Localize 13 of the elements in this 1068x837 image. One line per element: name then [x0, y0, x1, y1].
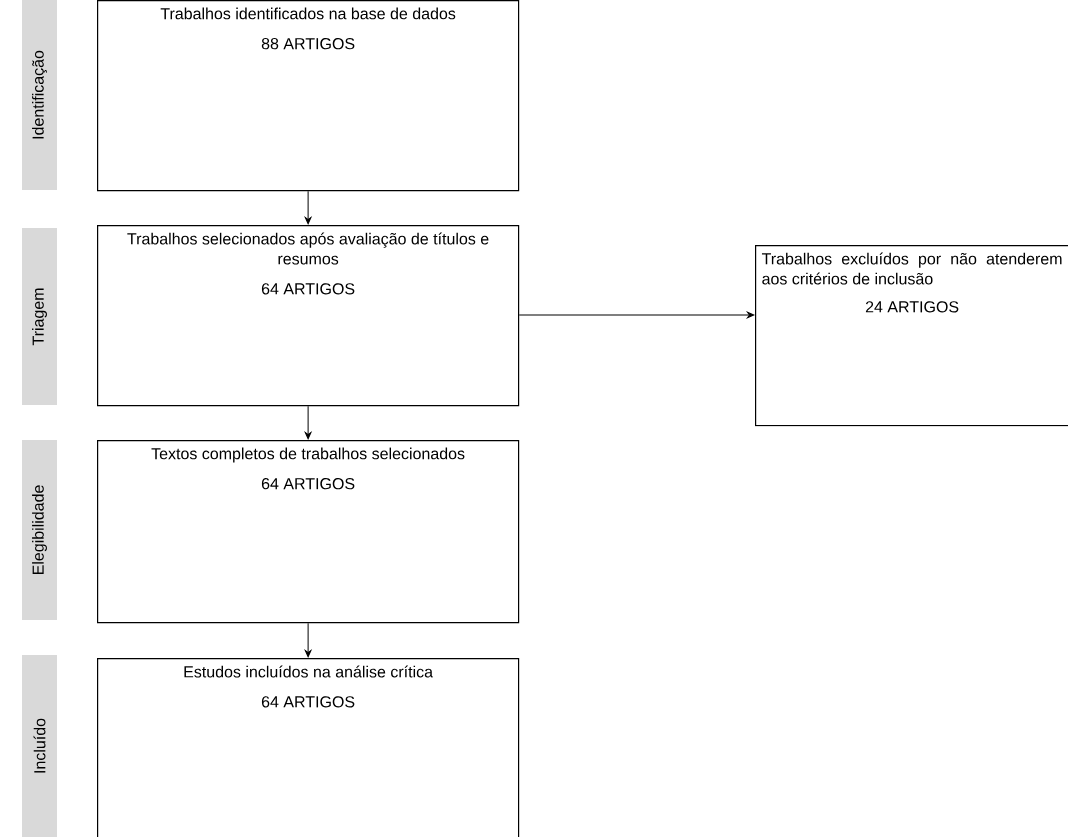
stage-band: Elegibilidade	[22, 440, 57, 620]
process-box: Estudos incluídos na análise crítica 64 ARTIGOS	[97, 658, 520, 837]
stage-band: Identificação	[22, 0, 57, 190]
arrow	[518, 311, 755, 319]
arrow	[304, 190, 312, 225]
stage-band: Incluído	[22, 655, 57, 837]
arrow	[304, 405, 312, 440]
process-box: Trabalhos identificados na base de dados 88 ARTIGOS	[97, 0, 520, 192]
process-box: Textos completos de trabalhos selecionados 64 ARTIGOS	[97, 439, 520, 624]
excluded-box: Trabalhos excluídos por não atenderem aos critérios de inclusão 24 ARTIGOS	[755, 245, 1068, 427]
stage-band: Triagem	[22, 228, 57, 405]
process-box: Trabalhos selecionados após avaliação de títulos e resumos 64 ARTIGOS	[97, 225, 520, 407]
arrow	[304, 622, 312, 658]
